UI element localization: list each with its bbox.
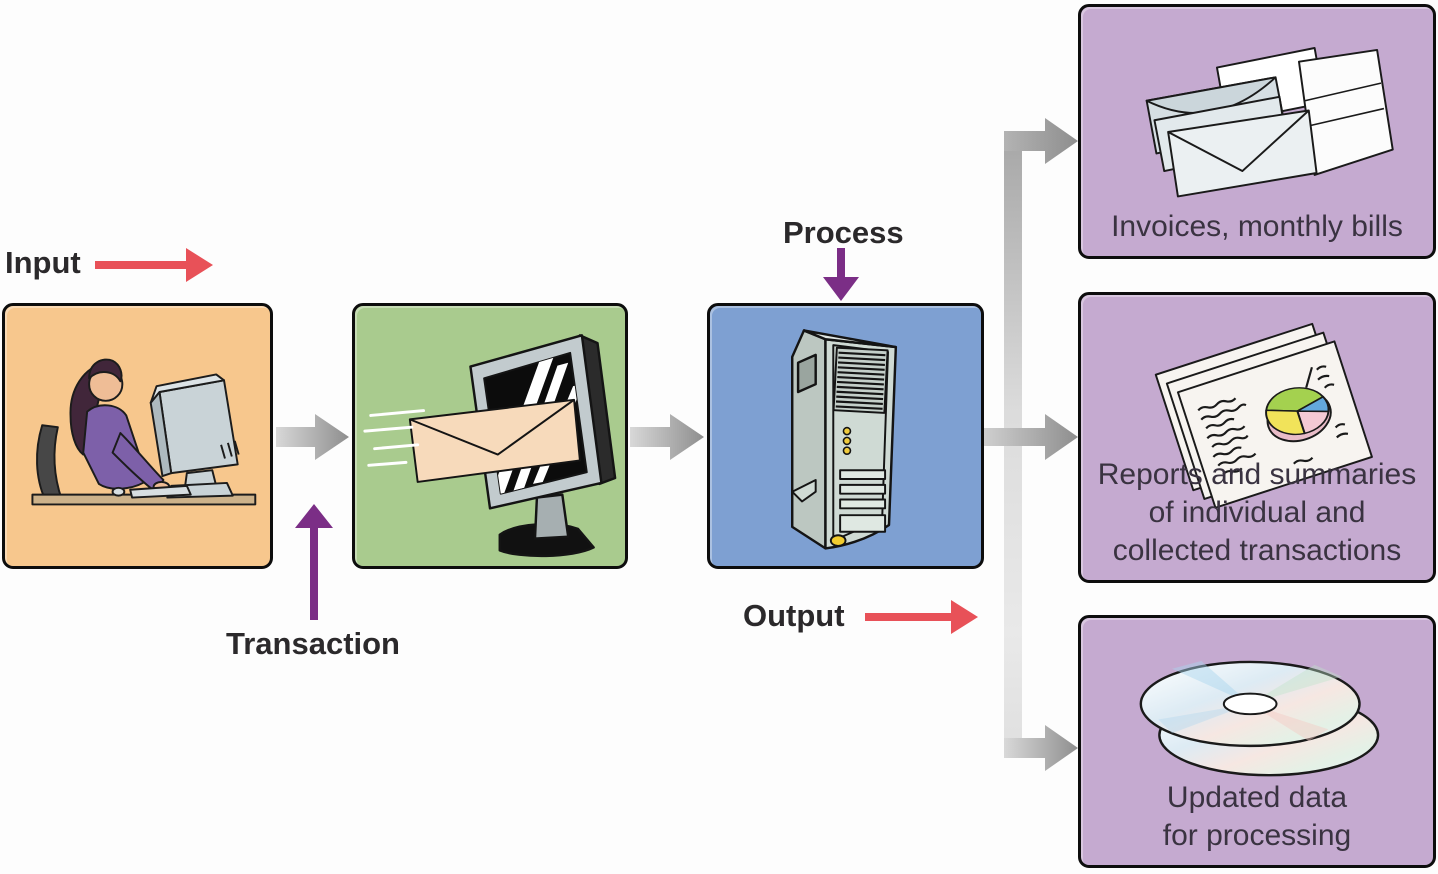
output-label-line: Updated data — [1166, 781, 1348, 814]
output-label-line: for processing — [1162, 819, 1352, 852]
arrow-stage1-to-stage2 — [276, 414, 349, 460]
stage-transaction-envelope — [352, 303, 628, 569]
input-label: Input — [5, 245, 81, 280]
stage-process-server — [707, 303, 984, 569]
output-box-invoices: Invoices, monthly bills — [1078, 4, 1436, 259]
woman-at-computer-icon — [31, 358, 257, 506]
reports-pie-chart-icon — [1154, 322, 1373, 509]
output-label-reports: Reports and summaries of individual and … — [1081, 456, 1433, 570]
envelopes-icon — [1145, 47, 1394, 198]
arrow-branch-middle — [984, 414, 1078, 460]
output-red-arrow — [865, 600, 978, 634]
output-label-line: collected transactions — [1112, 534, 1402, 567]
arrow-branch-top — [1004, 118, 1078, 164]
server-tower-icon — [791, 329, 898, 550]
output-label-line: Invoices, monthly bills — [1111, 210, 1403, 243]
transaction-up-arrow — [295, 504, 333, 620]
envelope-into-monitor-icon — [363, 334, 617, 558]
output-label-invoices: Invoices, monthly bills — [1081, 208, 1433, 246]
arrow-branch-bottom — [1004, 725, 1078, 771]
compact-discs-icon — [1139, 660, 1380, 777]
input-red-arrow — [95, 248, 213, 282]
output-label-updated-data: Updated data for processing — [1081, 779, 1433, 855]
process-label: Process — [783, 215, 904, 250]
output-box-updated-data: Updated data for processing — [1078, 615, 1436, 868]
transaction-label: Transaction — [226, 626, 400, 661]
output-box-reports: Reports and summaries of individual and … — [1078, 292, 1436, 583]
output-label-line: Reports and summaries — [1097, 458, 1417, 491]
arrow-stage2-to-stage3 — [630, 414, 704, 460]
process-down-arrow — [823, 248, 859, 301]
output-label: Output — [743, 598, 845, 633]
stage-input-operator — [2, 303, 273, 569]
output-label-line: of individual and — [1148, 496, 1366, 529]
